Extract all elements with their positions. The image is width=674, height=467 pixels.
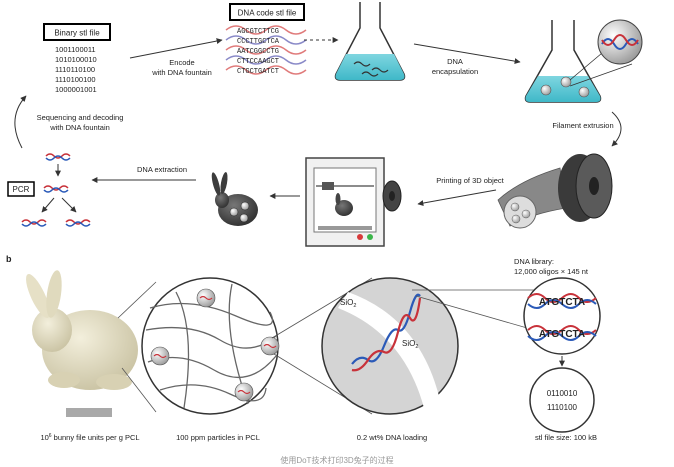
binary-result-line: 0110010 bbox=[547, 389, 578, 398]
caption-file-size: stl file size: 100 kB bbox=[535, 433, 597, 442]
sio2-inner-label: SiO2 bbox=[402, 339, 418, 350]
filament-label: Filament extrusion bbox=[552, 121, 613, 130]
encapsulation-label: DNA bbox=[447, 57, 463, 66]
dna-file-block: DNA code stl file AGCGTCTTCG CCCTTGCTCA … bbox=[225, 3, 307, 76]
dna-line: CTGCTGATCT bbox=[237, 68, 279, 76]
binary-line: 1010100010 bbox=[55, 55, 97, 64]
dna-file-title: DNA code stl file bbox=[238, 9, 297, 18]
bunny-photo bbox=[26, 270, 138, 417]
printer-icon bbox=[305, 157, 402, 247]
flask-icon bbox=[524, 19, 643, 103]
printing-label: Printing of 3D object bbox=[436, 176, 504, 185]
dna-library-label: 12,000 oligos × 145 nt bbox=[514, 267, 589, 276]
arrow-printing bbox=[417, 189, 497, 206]
arrow-encapsulation bbox=[413, 43, 521, 65]
binary-line: 1110100100 bbox=[55, 75, 96, 84]
dna-line: CCCTTGCTCA bbox=[237, 38, 280, 46]
binary-file-title: Binary stl file bbox=[54, 29, 100, 38]
sequencing-label: with DNA fountain bbox=[49, 123, 110, 132]
caption-loading: 0.2 wt% DNA loading bbox=[357, 433, 427, 442]
printed-bunny-icon bbox=[211, 172, 258, 226]
encode-label: Encode bbox=[169, 58, 194, 67]
arrow-sequencing bbox=[14, 95, 27, 149]
sio2-particle-circle: SiO2 SiO2 bbox=[321, 277, 459, 415]
sio2-outer-label: SiO2 bbox=[340, 298, 356, 309]
flask-icon bbox=[334, 2, 406, 81]
encode-label: with DNA fountain bbox=[151, 68, 212, 77]
dna-library-label: DNA library: bbox=[514, 257, 554, 266]
dna-sequence-text: ATGTCTA bbox=[539, 329, 585, 340]
caption-bunny: 106 bunny file units per g PCL bbox=[40, 433, 139, 442]
binary-line: 1000001001 bbox=[55, 85, 97, 94]
caption-particles: 100 ppm particles in PCL bbox=[176, 433, 260, 442]
dna-line: CTTCCAAGCT bbox=[237, 58, 279, 66]
sequencing-label: Sequencing and decoding bbox=[37, 113, 124, 122]
binary-circle: 0110010 1110100 bbox=[529, 367, 595, 433]
dna-line: AGCGTCTTCG bbox=[237, 28, 279, 36]
encapsulation-label: encapsulation bbox=[432, 67, 478, 76]
binary-line: 1001100011 bbox=[55, 45, 96, 54]
extraction-label: DNA extraction bbox=[137, 165, 187, 174]
spool-icon bbox=[497, 153, 613, 229]
binary-line: 1110110100 bbox=[55, 65, 95, 74]
arrow-filament bbox=[611, 111, 622, 147]
dna-sequence-circle: ATGTCTA ATGTCTA bbox=[523, 277, 601, 355]
figure-caption: 使用DoT技术打印3D兔子的过程 bbox=[280, 455, 393, 465]
pcr-label: PCR bbox=[13, 185, 30, 194]
dna-sequence-text: ATGTCTA bbox=[539, 297, 585, 308]
pcr-block: PCR bbox=[7, 153, 91, 227]
panel-b-letter: b bbox=[6, 254, 12, 264]
arrow-encode bbox=[129, 38, 223, 59]
binary-file-block: Binary stl file 1001100011 1010100010 11… bbox=[43, 23, 111, 94]
binary-result-line: 1110100 bbox=[547, 403, 578, 412]
pcl-circle bbox=[141, 277, 280, 415]
dna-line: AATCGGCCTG bbox=[237, 48, 279, 56]
